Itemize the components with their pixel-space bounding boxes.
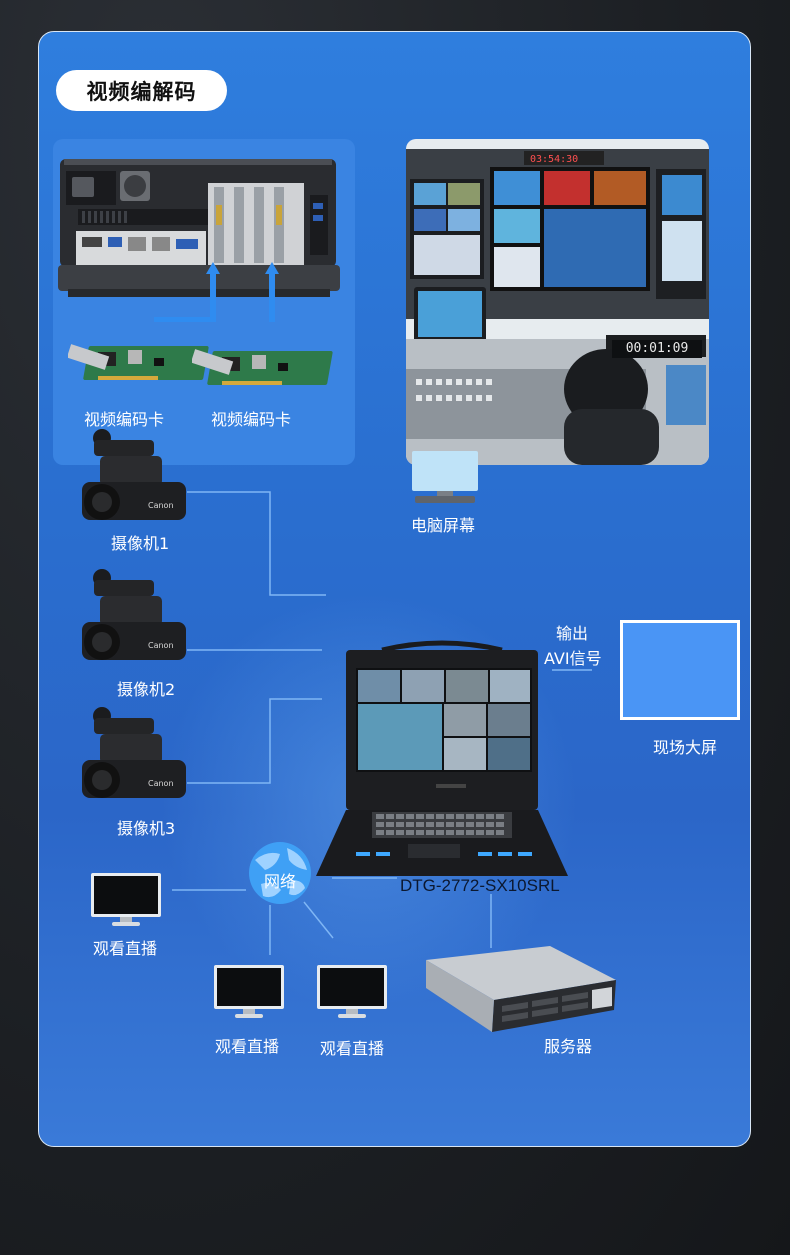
rack-server-image [426,946,616,1032]
viewer-monitor-2-icon [214,965,284,1018]
camera-2-label: 摄像机2 [117,680,176,699]
camera-3-image: Canon [82,707,186,798]
video-encoder-card-2-image [192,349,333,385]
section-title: 视频编解码 [56,70,227,111]
big-screen-label: 现场大屏 [653,738,718,757]
viewer-monitor-1-icon [91,873,161,926]
arrows-up [154,262,279,322]
camera-1-brand: Canon [148,501,174,510]
viewer-2-label: 观看直播 [215,1037,280,1056]
viewer-3-label: 观看直播 [320,1039,385,1058]
viewer-monitor-3-icon [317,965,387,1018]
big-screen-box [620,620,740,720]
portable-rugged-computer-image [316,640,568,876]
encoder-card-2-label: 视频编码卡 [211,410,292,429]
monitor-icon [412,451,478,503]
viewer-1-label: 观看直播 [93,939,158,958]
video-encoder-card-1-image [68,344,209,380]
device-model-label: DTG-2772-SX10SRL [400,876,560,895]
output-label-line2: AVI信号 [544,649,602,668]
camera-3-label: 摄像机3 [117,819,176,838]
network-globe-icon [249,842,311,904]
camera-3-brand: Canon [148,779,174,788]
camera-2-brand: Canon [148,641,174,650]
encoder-card-1-label: 视频编码卡 [84,410,165,429]
control-room-image: 03:54:30 [406,139,709,465]
camera-1-label: 摄像机1 [111,534,170,553]
server-label: 服务器 [544,1037,593,1056]
camera-1-image: Canon [82,429,186,520]
camera-2-image: Canon [82,569,186,660]
network-label: 网络 [264,872,297,891]
output-label-line1: 输出 [556,624,589,643]
svg-text:03:54:30: 03:54:30 [530,154,578,165]
monitor-label: 电脑屏幕 [411,516,476,535]
room-clock-display: 00:01:09 [612,340,702,358]
